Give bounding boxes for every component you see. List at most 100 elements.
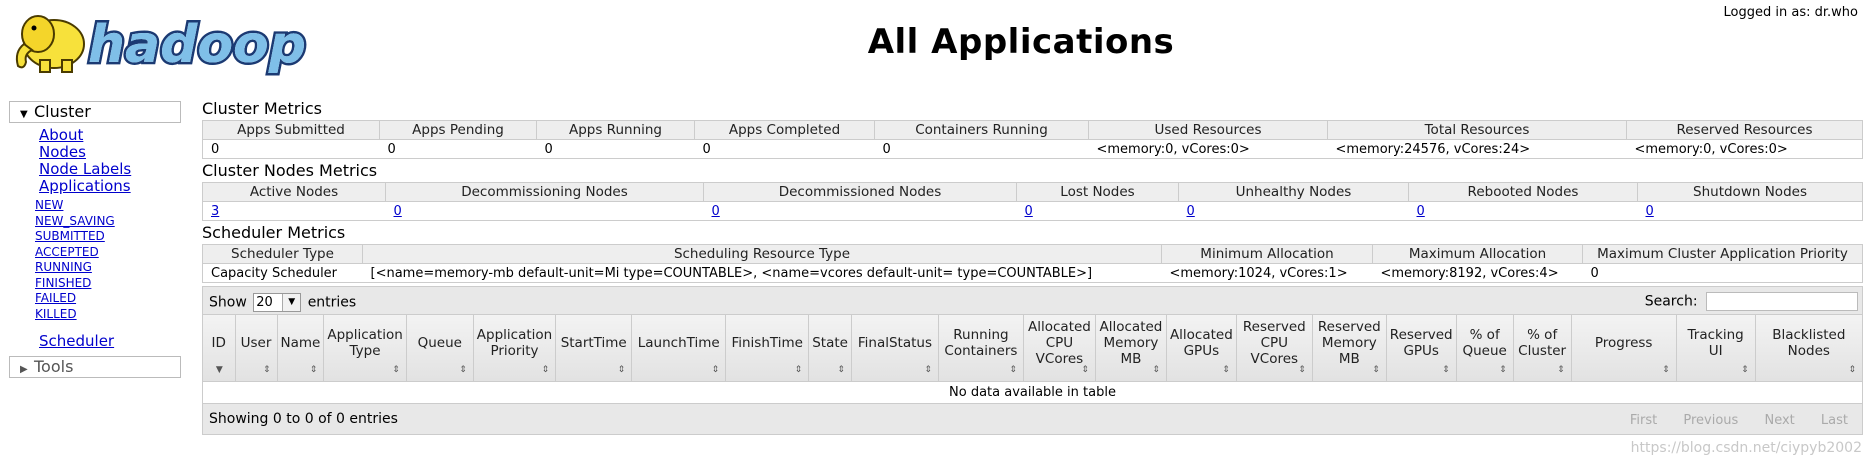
metric-header: Used Resources <box>1088 120 1328 140</box>
column-header-allocated-memory-mb[interactable]: Allocated Memory MB⇕ <box>1095 315 1167 382</box>
metric-header: Total Resources <box>1327 120 1627 140</box>
nav-state-finished[interactable]: FINISHED <box>35 275 92 290</box>
nav-state-killed[interactable]: KILLED <box>35 306 77 321</box>
nav-section-tools[interactable]: ▶Tools <box>9 356 181 378</box>
sort-icon: ⇕ <box>541 364 550 375</box>
sort-icon: ⇕ <box>1152 364 1160 375</box>
app-state-links: NEW NEW_SAVING SUBMITTED ACCEPTED RUNNIN… <box>9 195 181 326</box>
hadoop-logo[interactable]: hadoop hadoop <box>10 4 310 78</box>
column-header-launchtime[interactable]: LaunchTime⇕ <box>631 315 727 382</box>
nav-link-node-labels[interactable]: Node Labels <box>39 160 132 178</box>
logo-text: hadoop <box>88 15 306 75</box>
column-header-id[interactable]: ID▼ <box>203 315 236 382</box>
nav-state-accepted[interactable]: ACCEPTED <box>35 244 99 259</box>
metric-value: 0 <box>694 139 875 159</box>
shutdown-nodes-link[interactable]: 0 <box>1645 203 1654 219</box>
column-header-reserved-cpu-vcores[interactable]: Reserved CPU VCores⇕ <box>1236 315 1313 382</box>
empty-table-message: No data available in table <box>203 381 1862 404</box>
sort-icon: ⇕ <box>1662 364 1670 375</box>
sort-icon: ⇕ <box>617 364 626 375</box>
sort-icon: ⇕ <box>837 364 845 375</box>
sort-desc-icon: ▼ <box>215 364 223 375</box>
page-length-select[interactable]: 20▼ <box>253 293 302 312</box>
triangle-right-icon: ▶ <box>20 364 28 375</box>
sidebar-nav: ▼Cluster About Nodes Node Labels Applica… <box>9 101 181 378</box>
search-input[interactable] <box>1706 292 1858 311</box>
column-header-allocated-cpu-vcores[interactable]: Allocated CPU VCores⇕ <box>1023 315 1096 382</box>
logged-in-user: Logged in as: dr.who <box>1723 5 1858 20</box>
column-header-finishtime[interactable]: FinishTime⇕ <box>725 315 810 382</box>
metric-value: <memory:1024, vCores:1> <box>1161 263 1373 283</box>
metric-header: Shutdown Nodes <box>1637 182 1863 202</box>
chevron-down-icon: ▼ <box>282 294 301 311</box>
sort-icon: ⇕ <box>924 364 932 375</box>
column-header-progress[interactable]: Progress⇕ <box>1571 315 1677 382</box>
sort-icon: ⇕ <box>1499 364 1507 375</box>
nav-state-failed[interactable]: FAILED <box>35 291 77 305</box>
decommissioned-nodes-link[interactable]: 0 <box>711 203 720 219</box>
cluster-metrics-table: Apps Submitted Apps Pending Apps Running… <box>202 120 1863 159</box>
metric-value: 0 <box>874 139 1089 159</box>
metric-header: Unhealthy Nodes <box>1178 182 1409 202</box>
nav-link-nodes[interactable]: Nodes <box>39 143 86 161</box>
pagination-first[interactable]: First <box>1629 412 1658 428</box>
metric-header: Apps Running <box>536 120 695 140</box>
column-header-percent-of-queue[interactable]: % of Queue⇕ <box>1456 315 1514 382</box>
column-header-application-priority[interactable]: Application Priority⇕ <box>473 315 557 382</box>
sort-icon: ⇕ <box>711 364 720 375</box>
column-header-application-type[interactable]: Application Type⇕ <box>323 315 407 382</box>
main-content: Cluster Metrics Apps Submitted Apps Pend… <box>202 97 1864 435</box>
table-info: Showing 0 to 0 of 0 entries <box>209 410 398 427</box>
lost-nodes-link[interactable]: 0 <box>1024 203 1033 219</box>
column-header-starttime[interactable]: StartTime⇕ <box>555 315 633 382</box>
metric-header: Scheduling Resource Type <box>362 244 1162 264</box>
metric-value: 0 <box>536 139 695 159</box>
metric-value: <memory:0, vCores:0> <box>1088 139 1328 159</box>
nav-link-scheduler[interactable]: Scheduler <box>39 332 115 350</box>
column-header-reserved-memory-mb[interactable]: Reserved Memory MB⇕ <box>1312 315 1387 382</box>
active-nodes-link[interactable]: 3 <box>211 203 220 219</box>
sort-icon: ⇕ <box>1009 364 1017 375</box>
cluster-links: About Nodes Node Labels Applications <box>9 123 181 195</box>
column-header-reserved-gpus[interactable]: Reserved GPUs⇕ <box>1386 315 1457 382</box>
sort-icon: ⇕ <box>1741 364 1749 375</box>
column-header-name[interactable]: Name⇕ <box>277 315 325 382</box>
nav-state-new-saving[interactable]: NEW_SAVING <box>35 213 115 228</box>
column-header-running-containers[interactable]: Running Containers⇕ <box>938 315 1024 382</box>
sort-icon: ⇕ <box>392 364 400 375</box>
table-footer: Showing 0 to 0 of 0 entries First Previo… <box>203 403 1862 434</box>
column-header-percent-of-cluster[interactable]: % of Cluster⇕ <box>1513 315 1572 382</box>
rebooted-nodes-link[interactable]: 0 <box>1416 203 1425 219</box>
pagination-previous[interactable]: Previous <box>1683 412 1739 428</box>
nav-link-about[interactable]: About <box>39 126 84 144</box>
unhealthy-nodes-link[interactable]: 0 <box>1186 203 1195 219</box>
column-header-queue[interactable]: Queue⇕ <box>406 315 474 382</box>
nav-state-new[interactable]: NEW <box>35 198 64 212</box>
metric-value: 0 <box>379 139 537 159</box>
column-header-blacklisted-nodes[interactable]: Blacklisted Nodes⇕ <box>1755 315 1862 382</box>
cluster-metrics-title: Cluster Metrics <box>202 99 322 118</box>
nav-state-running[interactable]: RUNNING <box>35 260 92 274</box>
column-header-tracking-ui[interactable]: Tracking UI⇕ <box>1676 315 1756 382</box>
pagination-last[interactable]: Last <box>1820 412 1848 428</box>
sort-icon: ⇕ <box>1298 364 1306 375</box>
column-header-allocated-gpus[interactable]: Allocated GPUs⇕ <box>1166 315 1237 382</box>
column-header-finalstatus[interactable]: FinalStatus⇕ <box>851 315 939 382</box>
metric-header: Decommissioning Nodes <box>385 182 704 202</box>
metric-header: Apps Submitted <box>202 120 380 140</box>
column-header-user[interactable]: User⇕ <box>235 315 278 382</box>
column-header-state[interactable]: State⇕ <box>808 315 852 382</box>
pagination-next[interactable]: Next <box>1764 412 1795 428</box>
metric-value: 0 <box>202 139 380 159</box>
nav-link-applications[interactable]: Applications <box>39 177 131 195</box>
decommissioning-nodes-link[interactable]: 0 <box>393 203 402 219</box>
svg-text:hadoop: hadoop <box>88 15 306 75</box>
sort-icon: ⇕ <box>1442 364 1450 375</box>
nav-section-cluster[interactable]: ▼Cluster <box>9 101 181 123</box>
nav-state-submitted[interactable]: SUBMITTED <box>35 229 105 243</box>
sort-icon: ⇕ <box>309 364 318 375</box>
sort-icon: ⇕ <box>1081 364 1089 375</box>
scheduler-metrics-title: Scheduler Metrics <box>202 223 346 242</box>
metric-value: [<name=memory-mb default-unit=Mi type=CO… <box>362 263 1162 283</box>
show-label: Show <box>209 294 247 311</box>
